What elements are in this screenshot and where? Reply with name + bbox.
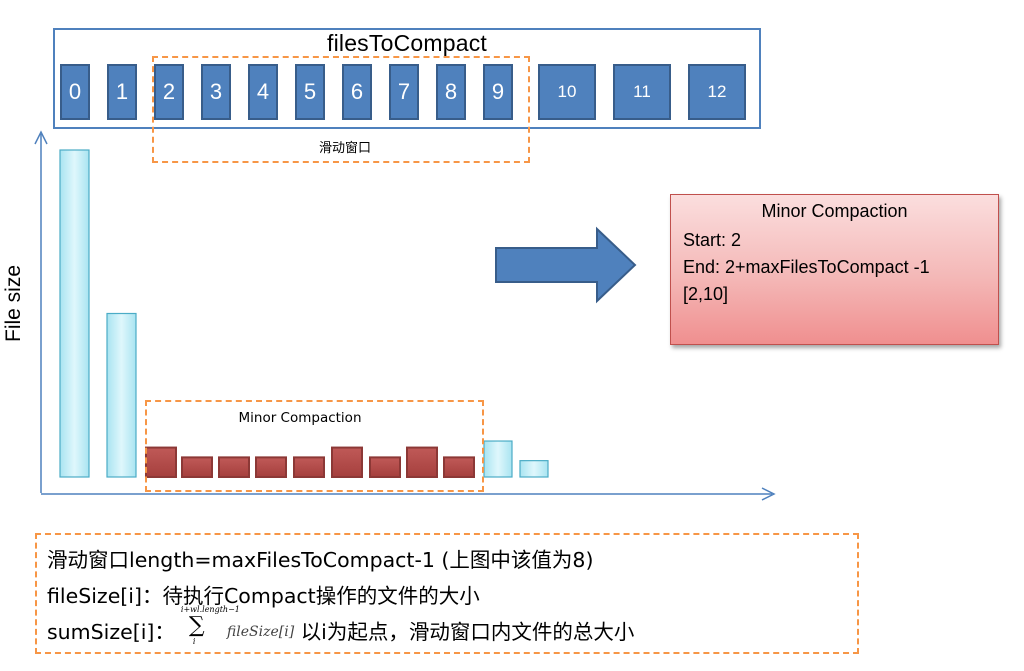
file-cell-2: 2 [154,64,184,120]
sum-term: fileSize[i] [226,624,295,640]
sliding-window-label: 滑动窗口 [318,141,371,156]
bar-file-11 [483,440,513,478]
file-cell-9: 9 [483,64,513,120]
sliding-window-frame [152,56,530,163]
note-window-length: 滑动窗口length=maxFilesToCompact-1 (上图中该值为8) [47,548,594,572]
bar-file-6 [293,456,325,479]
result-title: Minor Compaction [761,201,908,221]
file-cell-3: 3 [201,64,231,120]
note-sum-size-prefix: sumSize[i]： [47,620,175,644]
x-axis [41,487,776,501]
bar-file-1 [106,312,137,478]
bar-file-9 [406,446,438,479]
result-end: End: 2+maxFilesToCompact -1 [683,257,930,277]
file-size-chart [34,130,776,501]
file-cell-10: 10 [538,64,596,120]
file-cell-12: 12 [688,64,746,120]
bar-file-4 [218,456,250,479]
note-sum-size-suffix: 以i为起点，滑动窗口内文件的总大小 [300,620,635,644]
bars-group [59,149,549,479]
result-box: Minor Compaction Start: 2 End: 2+maxFile… [670,194,999,345]
note-file-size: fileSize[i]：待执行Compact操作的文件的大小 [47,584,480,608]
file-cell-5: 5 [295,64,325,120]
file-cell-6: 6 [342,64,372,120]
bar-file-10 [443,456,475,479]
file-cell-11: 11 [613,64,671,120]
file-cell-4: 4 [248,64,278,120]
sum-formula: i+wl.length−1∑i [175,605,240,646]
files-panel-title: filesToCompact [326,30,488,56]
sum-lower-limit: i [192,637,196,646]
file-cell-8: 8 [436,64,466,120]
bar-file-12 [519,460,549,478]
result-range: [2,10] [683,284,729,304]
bar-file-3 [181,456,213,479]
y-axis-label: File size [2,264,25,342]
bar-file-7 [331,446,363,479]
right-arrow-icon [495,226,637,304]
file-cell-0: 0 [60,64,90,120]
y-axis [34,130,48,493]
file-cell-1: 1 [107,64,137,120]
minor-compaction-window [145,400,484,492]
bar-file-5 [255,456,287,479]
minor-compaction-label: Minor Compaction [238,410,362,426]
bar-file-0 [59,149,90,478]
result-start: Start: 2 [683,230,742,250]
sum-upper-limit: i+wl.length−1 [180,605,240,614]
file-cell-7: 7 [389,64,419,120]
bar-file-8 [369,456,401,479]
bar-file-2 [145,446,177,479]
notes-box: 滑动窗口length=maxFilesToCompact-1 (上图中该值为8)… [35,533,859,654]
sigma-icon: ∑ [188,613,205,638]
